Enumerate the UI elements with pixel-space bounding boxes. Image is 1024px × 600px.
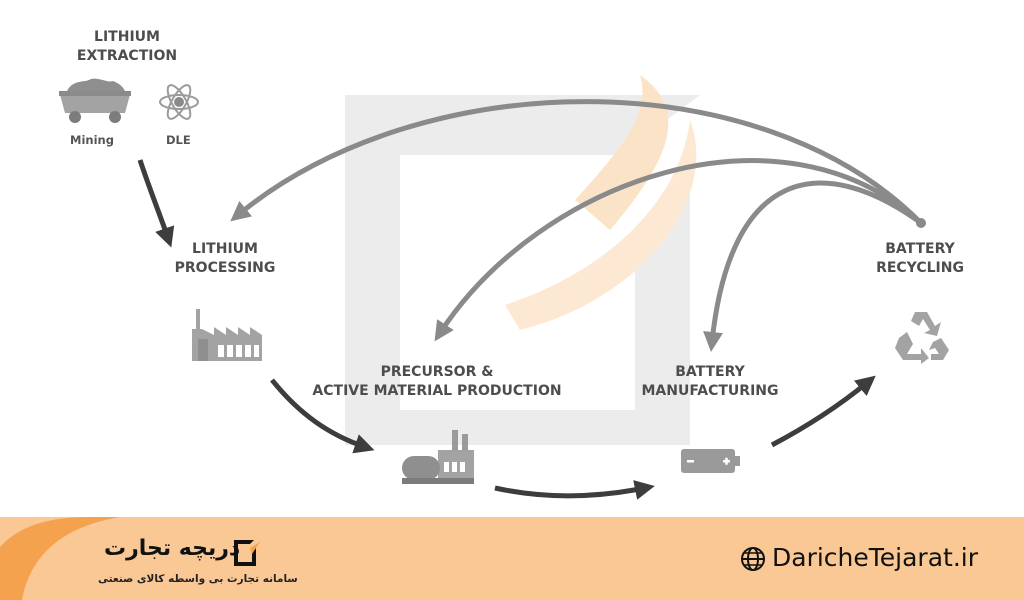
stage-precursor-line1: PRECURSOR &	[380, 364, 494, 380]
stage-recycling-line2: RECYCLING	[876, 260, 964, 276]
battery-icon	[681, 449, 740, 473]
globe-icon	[741, 547, 765, 571]
watermark-stripe-1	[575, 75, 669, 230]
arrow-manufacturing-to-recycling	[770, 375, 876, 448]
stage-manufacturing-line2: MANUFACTURING	[641, 383, 779, 399]
brand-tagline: سامانه تجارت بی واسطه کالای صنعتی	[98, 573, 298, 585]
stage-manufacturing-title: BATTERY MANUFACTURING	[630, 363, 790, 401]
brand-name: دریچه تجارت	[104, 536, 241, 561]
stage-recycling-line1: BATTERY	[885, 241, 955, 257]
mining-label: Mining	[70, 133, 114, 147]
stage-precursor-title: PRECURSOR & ACTIVE MATERIAL PRODUCTION	[297, 363, 577, 401]
arrow-recycling-to-precursor	[434, 158, 923, 342]
dle-label: DLE	[166, 133, 191, 147]
brand-logo-icon	[234, 540, 260, 566]
arrow-extraction-to-processing	[137, 159, 175, 248]
mine-cart-icon	[59, 78, 131, 123]
stage-extraction-line1: LITHIUM	[94, 29, 160, 45]
arrow-processing-to-precursor	[270, 378, 375, 454]
footer-accent-shape	[0, 517, 120, 600]
stage-manufacturing-line1: BATTERY	[675, 364, 745, 380]
stage-recycling-title: BATTERY RECYCLING	[850, 240, 990, 278]
stage-processing-line2: PROCESSING	[174, 260, 276, 276]
recycle-icon	[895, 312, 949, 364]
stage-processing-line1: LITHIUM	[192, 241, 258, 257]
stage-extraction-line2: EXTRACTION	[76, 48, 178, 64]
watermark-frame	[345, 95, 700, 445]
stage-extraction-title: LITHIUM EXTRACTION	[52, 28, 202, 66]
watermark-stripe-2	[505, 120, 697, 330]
atom-icon	[159, 84, 199, 120]
footer-bar	[0, 517, 1024, 600]
stage-processing-title: LITHIUM PROCESSING	[150, 240, 300, 278]
arrow-recycling-to-manufacturing	[703, 180, 923, 352]
plant-icon	[402, 430, 474, 484]
factory-icon	[192, 309, 262, 361]
arrow-recycling-to-processing	[230, 99, 923, 225]
website-link[interactable]: DaricheTejarat.ir	[772, 543, 979, 572]
arrow-precursor-to-manufacturing	[494, 480, 655, 500]
stage-precursor-line2: ACTIVE MATERIAL PRODUCTION	[312, 383, 562, 399]
